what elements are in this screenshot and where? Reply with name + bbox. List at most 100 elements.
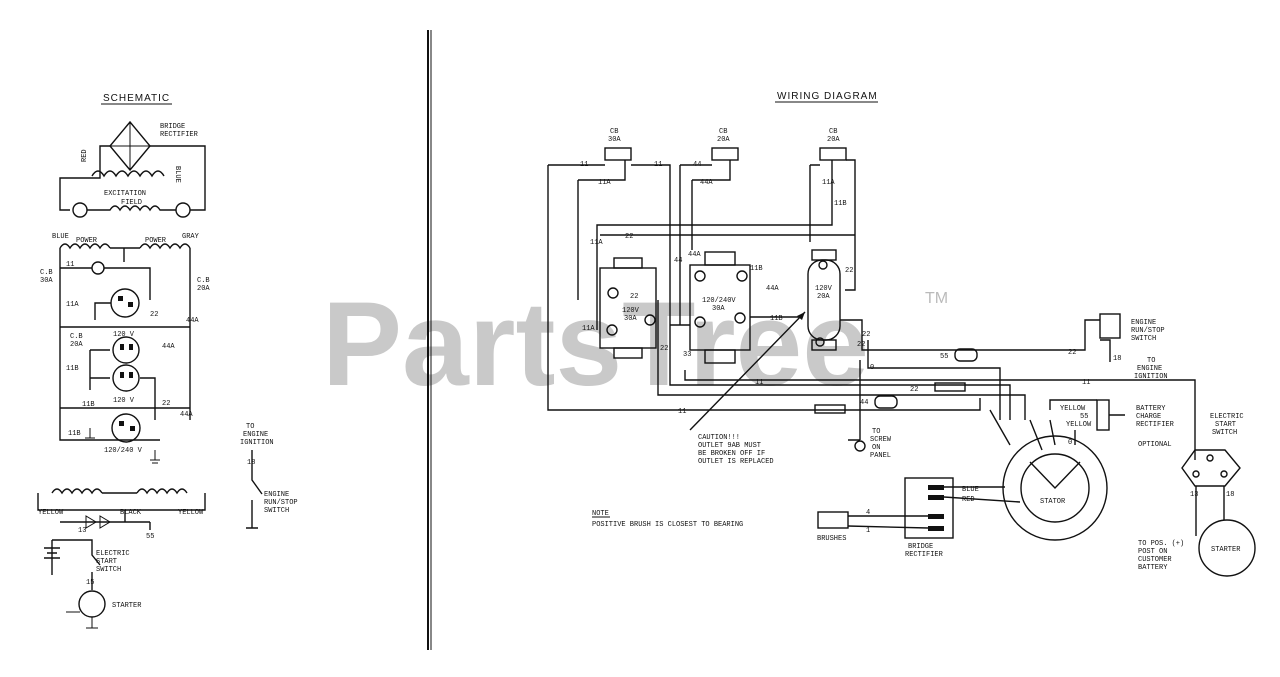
watermark-text: PartsTree: [322, 277, 869, 411]
schematic-black-label: BLACK: [120, 509, 142, 517]
schematic-red-label: RED: [81, 149, 89, 162]
svg-text:IGNITION: IGNITION: [240, 439, 274, 447]
svg-text:RUN/STOP: RUN/STOP: [264, 499, 298, 507]
wiring-cb-20a-2: CB 20A: [819, 128, 847, 161]
svg-text:START: START: [96, 558, 117, 566]
wiring-bridge-rectifier: [904, 477, 954, 539]
svg-text:44A: 44A: [700, 179, 713, 187]
svg-text:SWITCH: SWITCH: [1212, 429, 1237, 437]
svg-text:CHARGE: CHARGE: [1136, 413, 1161, 421]
svg-text:22: 22: [1068, 349, 1076, 357]
svg-text:BATTERY: BATTERY: [1138, 564, 1168, 572]
schematic-starter-motor: [78, 590, 106, 618]
svg-text:11: 11: [1082, 379, 1090, 387]
svg-text:22: 22: [857, 341, 865, 349]
svg-text:11: 11: [580, 161, 588, 169]
svg-text:CB: CB: [829, 128, 837, 136]
svg-text:TO: TO: [1147, 357, 1155, 365]
svg-text:15: 15: [86, 579, 94, 587]
schematic-120-240v-label: 120/240 V: [104, 447, 143, 455]
svg-text:YELLOW: YELLOW: [1066, 421, 1092, 429]
svg-text:120/240V: 120/240V: [702, 297, 736, 305]
schematic-cb20a-label: C.B: [197, 277, 210, 285]
svg-text:ENGINE: ENGINE: [1137, 365, 1162, 373]
svg-text:11B: 11B: [68, 430, 81, 438]
svg-text:0: 0: [1068, 439, 1072, 447]
wiring-panel: WIRING DIAGRAM CB 30A CB 20A CB 20A: [547, 91, 1256, 577]
svg-text:44A: 44A: [162, 343, 175, 351]
schematic-yellow-left: YELLOW: [38, 509, 64, 517]
wiring-run-stop-switch: [1099, 313, 1121, 339]
svg-text:START: START: [1215, 421, 1236, 429]
svg-text:18: 18: [1113, 355, 1121, 363]
svg-text:20A: 20A: [197, 285, 210, 293]
schematic-blue2-label: BLUE: [52, 233, 69, 241]
svg-text:120V: 120V: [815, 285, 833, 293]
schematic-bridge-label-2: RECTIFIER: [160, 131, 199, 139]
svg-text:13: 13: [1190, 491, 1198, 499]
svg-text:SWITCH: SWITCH: [264, 507, 289, 515]
svg-text:44A: 44A: [688, 251, 701, 259]
wiring-battery-charge-rectifier: [1096, 399, 1110, 431]
svg-text:1: 1: [866, 527, 870, 535]
svg-text:44: 44: [860, 399, 868, 407]
svg-text:20A: 20A: [827, 136, 840, 144]
wiring-title: WIRING DIAGRAM: [777, 91, 878, 102]
svg-text:11A: 11A: [590, 239, 603, 247]
svg-text:11A: 11A: [66, 301, 79, 309]
svg-text:IGNITION: IGNITION: [1134, 373, 1168, 381]
svg-text:0: 0: [870, 364, 874, 372]
svg-text:CAUTION!!!: CAUTION!!!: [698, 434, 740, 442]
svg-text:18: 18: [247, 459, 255, 467]
svg-text:11A: 11A: [822, 179, 835, 187]
svg-text:44: 44: [693, 161, 701, 169]
wiring-outlet-120v-20a: 120V 20A: [807, 249, 841, 351]
svg-text:11: 11: [678, 408, 686, 416]
wiring-optional-label: OPTIONAL: [1138, 441, 1172, 449]
wiring-starter-motor: [1198, 519, 1256, 577]
svg-text:CUSTOMER: CUSTOMER: [1138, 556, 1172, 564]
wiring-note-text: POSITIVE BRUSH IS CLOSEST TO BEARING: [592, 521, 743, 529]
svg-text:30A: 30A: [624, 315, 637, 323]
svg-text:POST ON: POST ON: [1138, 548, 1167, 556]
svg-text:22: 22: [910, 386, 918, 394]
svg-text:11B: 11B: [770, 315, 783, 323]
svg-text:120V: 120V: [622, 307, 640, 315]
watermark-trademark: TM: [925, 290, 948, 307]
svg-text:22: 22: [625, 233, 633, 241]
schematic-cb30-label: C.B: [40, 269, 53, 277]
wiring-stator-label: STATOR: [1040, 498, 1066, 506]
schematic-outlet-120v-20a-top: [112, 336, 140, 364]
schematic-panel: SCHEMATIC BRIDGE RECTIFIER RED BLUE EXCI…: [37, 93, 298, 629]
svg-text:18: 18: [1226, 491, 1234, 499]
svg-text:4: 4: [866, 509, 870, 517]
svg-text:20A: 20A: [70, 341, 83, 349]
schematic-starter-label: STARTER: [112, 602, 142, 610]
wiring-connector-4: [874, 395, 898, 409]
svg-text:BE BROKEN OFF IF: BE BROKEN OFF IF: [698, 450, 765, 458]
svg-text:11B: 11B: [834, 200, 847, 208]
schematic-power-right: POWER: [145, 237, 167, 245]
schematic-120v-label-2: 120 V: [113, 397, 135, 405]
svg-text:RECTIFIER: RECTIFIER: [1136, 421, 1175, 429]
wiring-blue-label: BLUE: [962, 486, 979, 494]
excitation-coil: [91, 170, 165, 178]
svg-text:CB: CB: [719, 128, 727, 136]
svg-text:SWITCH: SWITCH: [1131, 335, 1156, 343]
svg-text:55: 55: [940, 353, 948, 361]
svg-text:YELLOW: YELLOW: [1060, 405, 1086, 413]
svg-text:ON: ON: [872, 444, 880, 452]
wiring-cb-20a-1: CB 20A: [711, 128, 739, 161]
schematic-bridge-label-1: BRIDGE: [160, 123, 185, 131]
svg-text:SCREW: SCREW: [870, 436, 892, 444]
svg-text:ENGINE: ENGINE: [1131, 319, 1156, 327]
svg-text:22: 22: [150, 311, 158, 319]
svg-text:55: 55: [146, 533, 154, 541]
svg-text:22: 22: [630, 293, 638, 301]
svg-text:44A: 44A: [180, 411, 193, 419]
svg-text:TO: TO: [872, 428, 880, 436]
svg-text:22: 22: [862, 331, 870, 339]
schematic-120v-label-1: 120 V: [113, 331, 135, 339]
svg-text:11A: 11A: [598, 179, 611, 187]
